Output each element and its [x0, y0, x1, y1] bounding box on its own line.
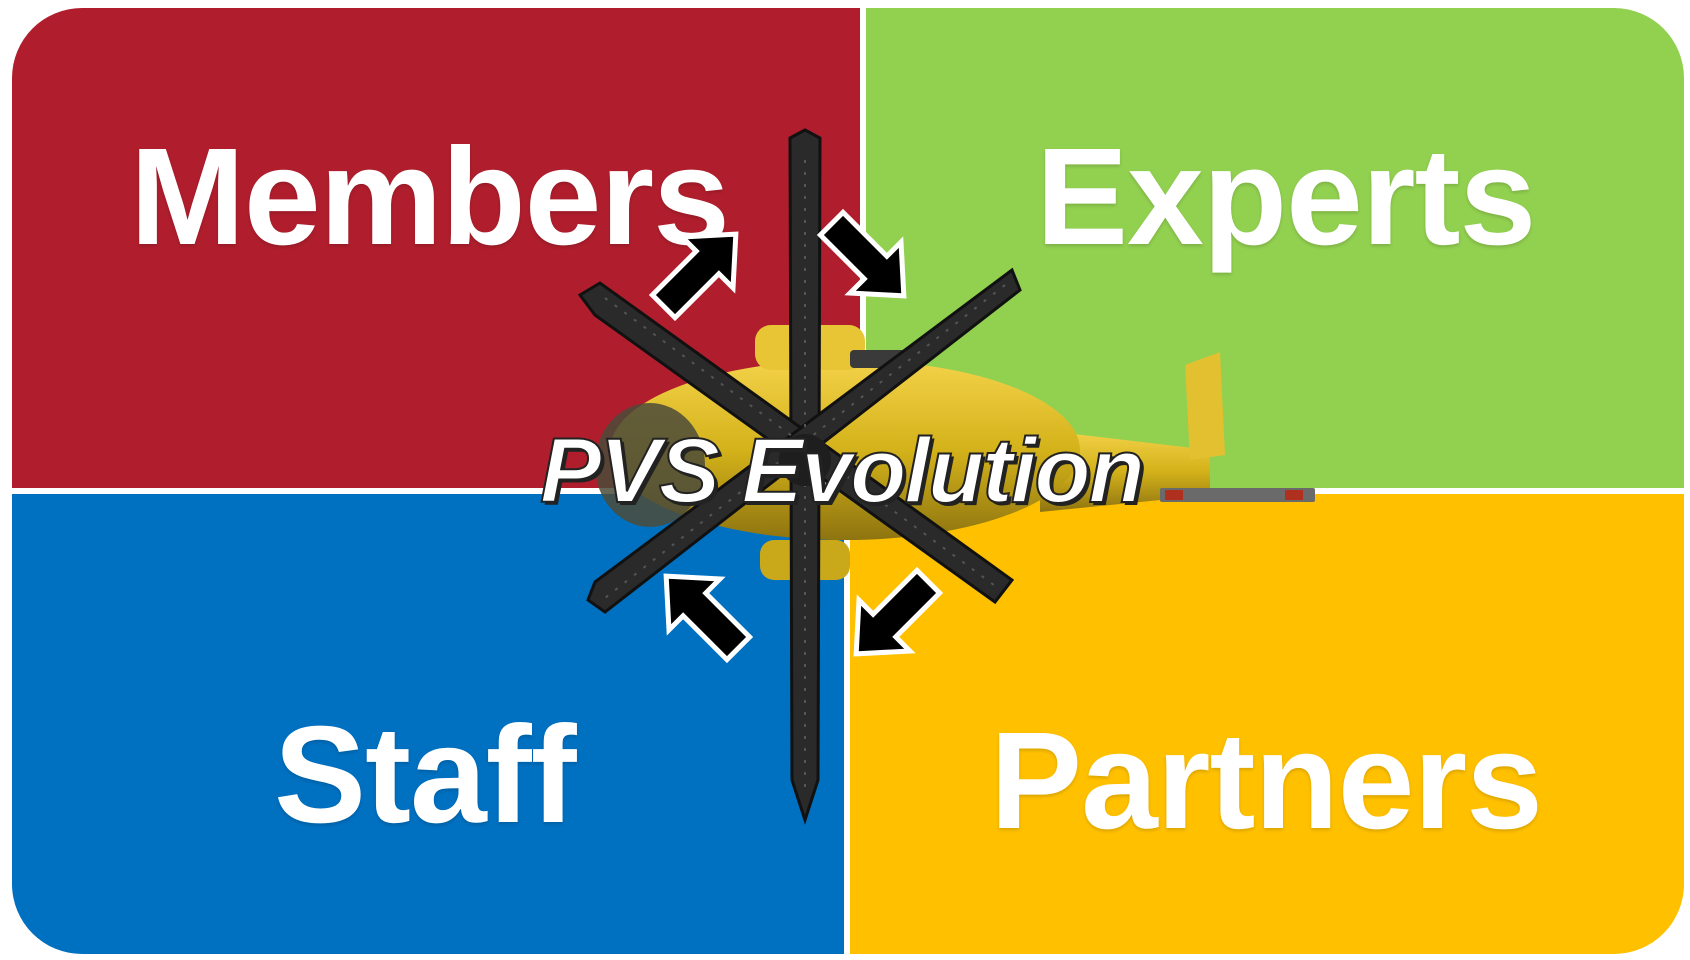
helicopter-hub	[520, 120, 1360, 840]
staff-quadrant: Staff	[12, 494, 844, 954]
partners-label: Partners	[990, 704, 1543, 858]
staff-label: Staff	[274, 698, 577, 852]
center-title: PVS Evolution	[539, 420, 1146, 522]
helicopter-illustration	[577, 128, 1315, 825]
experts-label: Experts	[1036, 120, 1536, 274]
members-label: Members	[130, 120, 730, 274]
rotor-hub-icon	[779, 434, 831, 486]
arrow-to-partners	[853, 566, 944, 657]
arrow-to-members	[648, 231, 739, 322]
arrow-to-staff	[663, 573, 754, 664]
arrow-to-experts	[816, 208, 907, 299]
